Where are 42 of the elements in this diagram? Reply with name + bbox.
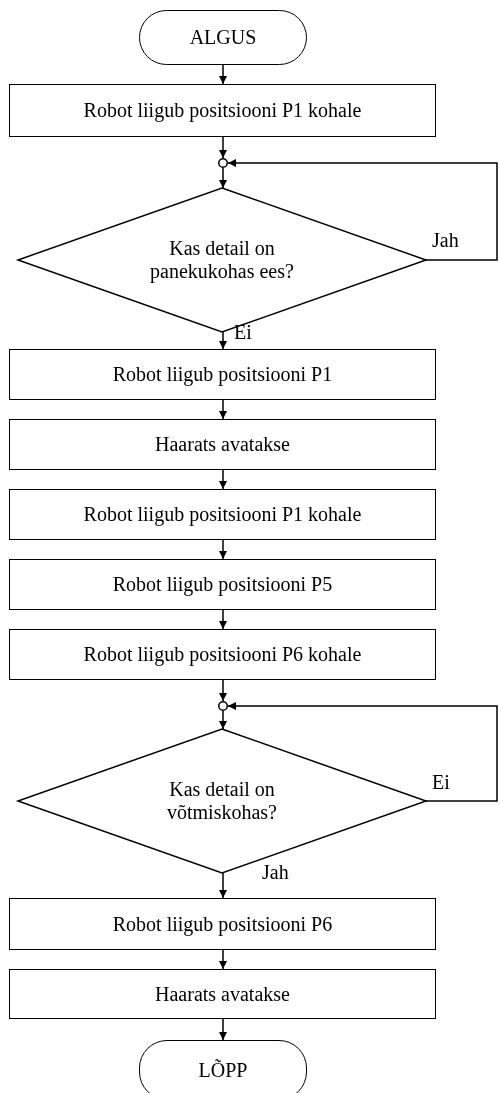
process-box [9, 898, 436, 950]
junction-circle [218, 158, 228, 168]
arrow [219, 399, 227, 420]
arrow [219, 679, 227, 702]
arrow [219, 872, 227, 899]
arrow [219, 167, 227, 189]
process-box [9, 349, 436, 400]
arrow [219, 64, 227, 85]
arrow [227, 159, 498, 261]
node-label: Kas detail on panekukohas ees? [149, 237, 295, 283]
process-box [9, 84, 436, 137]
node-label: Robot liigub positsiooni P6 kohale [83, 643, 362, 666]
arrow [219, 609, 227, 630]
process-box [9, 489, 436, 540]
node-label: Robot liigub positsiooni P5 [112, 573, 333, 596]
node-label: Robot liigub positsiooni P1 [112, 363, 333, 386]
node-label: Robot liigub positsiooni P1 kohale [83, 99, 362, 122]
terminal-shape [139, 1040, 307, 1093]
process-box [9, 629, 436, 680]
edge-label: Ei [234, 322, 252, 342]
node-label: Haarats avatakse [155, 982, 290, 1006]
node-label: LÕPP [198, 1058, 248, 1082]
edge-label: Ei [432, 772, 450, 792]
process-box [9, 559, 436, 610]
node-label: Haarats avatakse [155, 433, 290, 456]
edge-label: Jah [262, 862, 289, 882]
arrow [219, 710, 227, 730]
arrow [219, 136, 227, 159]
arrow [219, 331, 227, 350]
arrow [219, 1018, 227, 1041]
node-label: Robot liigub positsiooni P1 kohale [83, 503, 362, 526]
arrow [219, 469, 227, 490]
process-box [9, 969, 436, 1019]
arrow [227, 702, 498, 802]
process-box [9, 419, 436, 470]
node-label: Kas detail on võtmiskohas? [166, 778, 278, 824]
node-label: ALGUS [189, 26, 257, 49]
edge-label: Jah [432, 230, 459, 250]
arrow [219, 539, 227, 560]
node-label: Robot liigub positsiooni P6 [112, 912, 333, 936]
arrow [219, 949, 227, 970]
junction-circle [218, 701, 228, 711]
